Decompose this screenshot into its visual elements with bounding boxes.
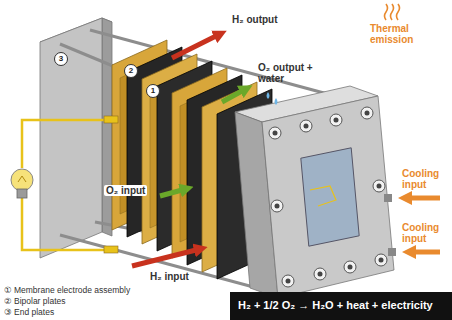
equation-text: H₂ + 1/2 O₂ → H₂O + heat + electricity — [238, 299, 452, 312]
flow-label: H₂ output — [232, 14, 278, 25]
flow-label: O₂ output + water — [258, 62, 322, 84]
water-drops — [267, 92, 278, 105]
callout-number: 3 — [54, 52, 68, 66]
cooling-label: Cooling input — [402, 222, 448, 244]
heat-icon — [385, 4, 400, 20]
callout-number: 1 — [146, 84, 160, 98]
flow-label: O₂ input — [104, 185, 147, 196]
key-entry: ③ End plates — [4, 307, 54, 317]
flow-label: H₂ input — [150, 271, 189, 282]
right-end-plate — [235, 86, 396, 298]
key-entry: ② Bipolar plates — [4, 296, 65, 306]
equation-box: H₂ + 1/2 O₂ → H₂O + heat + electricity — [230, 292, 452, 320]
cooling-label: Cooling input — [402, 168, 448, 190]
flow-arrows — [132, 36, 440, 266]
heat-label: Thermal emission — [370, 23, 432, 45]
callout-number: 2 — [124, 64, 138, 78]
key-entry: ① Membrane electrode assembly — [4, 285, 130, 295]
